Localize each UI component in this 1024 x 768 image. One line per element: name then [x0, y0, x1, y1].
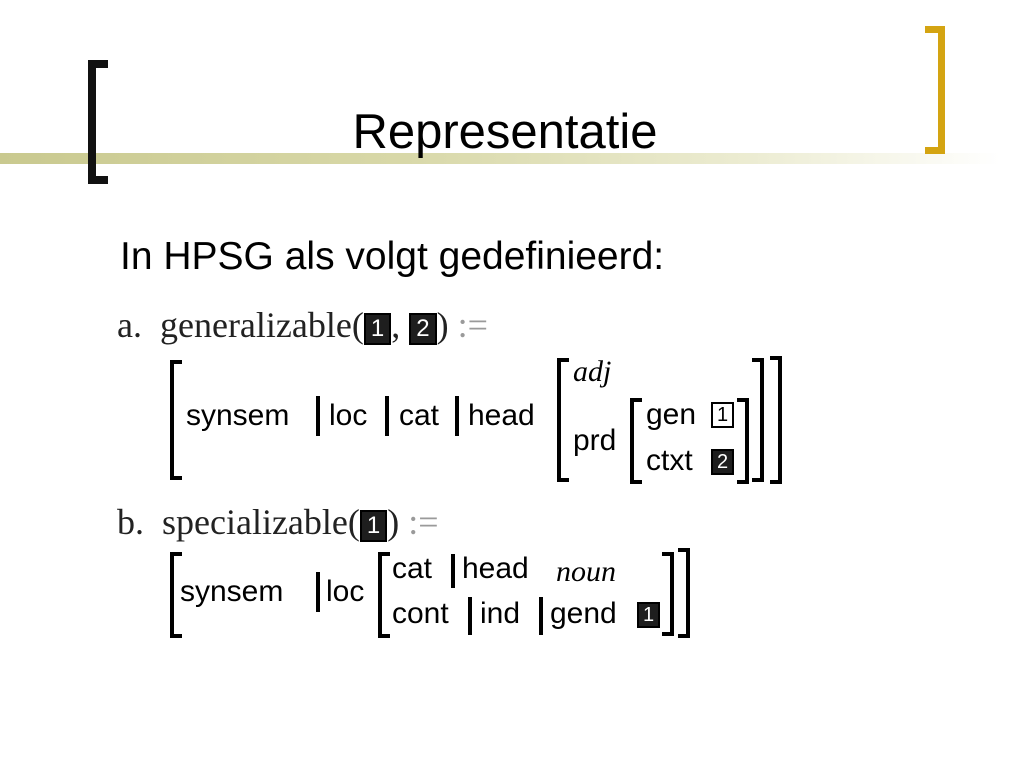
avm-b-path-loc: loc — [326, 575, 365, 608]
avm-a-inner-left-bracket — [557, 358, 569, 482]
formula-b-heading: b. specializable(1) := — [117, 502, 439, 542]
avm-a-type-adj: adj — [573, 355, 612, 388]
slide-title: Representatie — [352, 105, 658, 159]
avm-a-outer-left-bracket — [170, 360, 182, 480]
formula-b-label: b. — [117, 502, 144, 542]
avm-a-outer-right-bracket — [770, 356, 782, 484]
avm-b-gend-tag: 1 — [637, 602, 661, 628]
avm-b-inner-left-bracket — [378, 552, 390, 638]
avm-a-path-head: head — [468, 399, 535, 432]
formula-a-comma: , — [391, 305, 401, 345]
avm-a-prd-left-bracket — [630, 398, 642, 484]
avm-b-ind: ind — [480, 597, 521, 630]
right-bracket-decoration — [925, 26, 945, 154]
formula-a-heading: a. generalizable(1, 2) := — [117, 305, 488, 345]
formula-b-name: specializable( — [162, 502, 360, 542]
formula-b-close: ) — [387, 502, 400, 542]
avm-b-type-noun: noun — [556, 555, 616, 588]
formula-a-close: ) — [436, 305, 449, 345]
avm-a-gen-tag: 1 — [711, 402, 735, 428]
avm-a-prd-right-bracket — [737, 398, 749, 484]
avm-a-ctxt-tag: 2 — [711, 449, 735, 475]
avm-a-prd: prd — [573, 424, 617, 457]
decorative-band — [0, 153, 1000, 164]
formula-b-tag-1: 1 — [359, 509, 388, 542]
avm-b-inner-right-bracket — [662, 552, 674, 636]
avm-a-path-loc: loc — [329, 399, 368, 432]
avm-b-separator — [468, 597, 472, 635]
avm-b-path-synsem: synsem — [180, 575, 284, 608]
avm-a-ctxt: ctxt — [646, 444, 693, 477]
avm-b-cont: cont — [392, 597, 449, 630]
left-bracket-decoration — [88, 60, 108, 184]
formula-a-label: a. — [117, 305, 142, 345]
avm-b-outer-left-bracket — [170, 552, 182, 638]
avm-a-path-cat: cat — [399, 399, 440, 432]
formula-a-assign: := — [457, 305, 488, 345]
avm-a-inner-right-bracket — [752, 358, 764, 482]
avm-b-outer-right-bracket — [678, 548, 690, 638]
avm-b-cat: cat — [392, 552, 433, 585]
avm-b-gend: gend — [550, 597, 617, 630]
avm-a-path-synsem: synsem — [186, 399, 290, 432]
avm-a-separator — [385, 396, 389, 436]
formula-b-assign: := — [408, 502, 439, 542]
avm-a-gen: gen — [646, 398, 697, 431]
formula-a-tag-1: 1 — [363, 312, 392, 345]
formula-a-name: generalizable( — [159, 305, 364, 345]
avm-b-separator — [539, 597, 543, 635]
avm-a-separator — [455, 396, 459, 436]
avm-b-head: head — [462, 552, 529, 585]
avm-a-separator — [316, 396, 320, 436]
avm-b-separator — [451, 554, 455, 588]
formula-a-tag-2: 2 — [409, 312, 437, 345]
slide-subtitle: In HPSG als volgt gedefinieerd: — [120, 235, 665, 278]
avm-b-separator — [316, 572, 320, 612]
